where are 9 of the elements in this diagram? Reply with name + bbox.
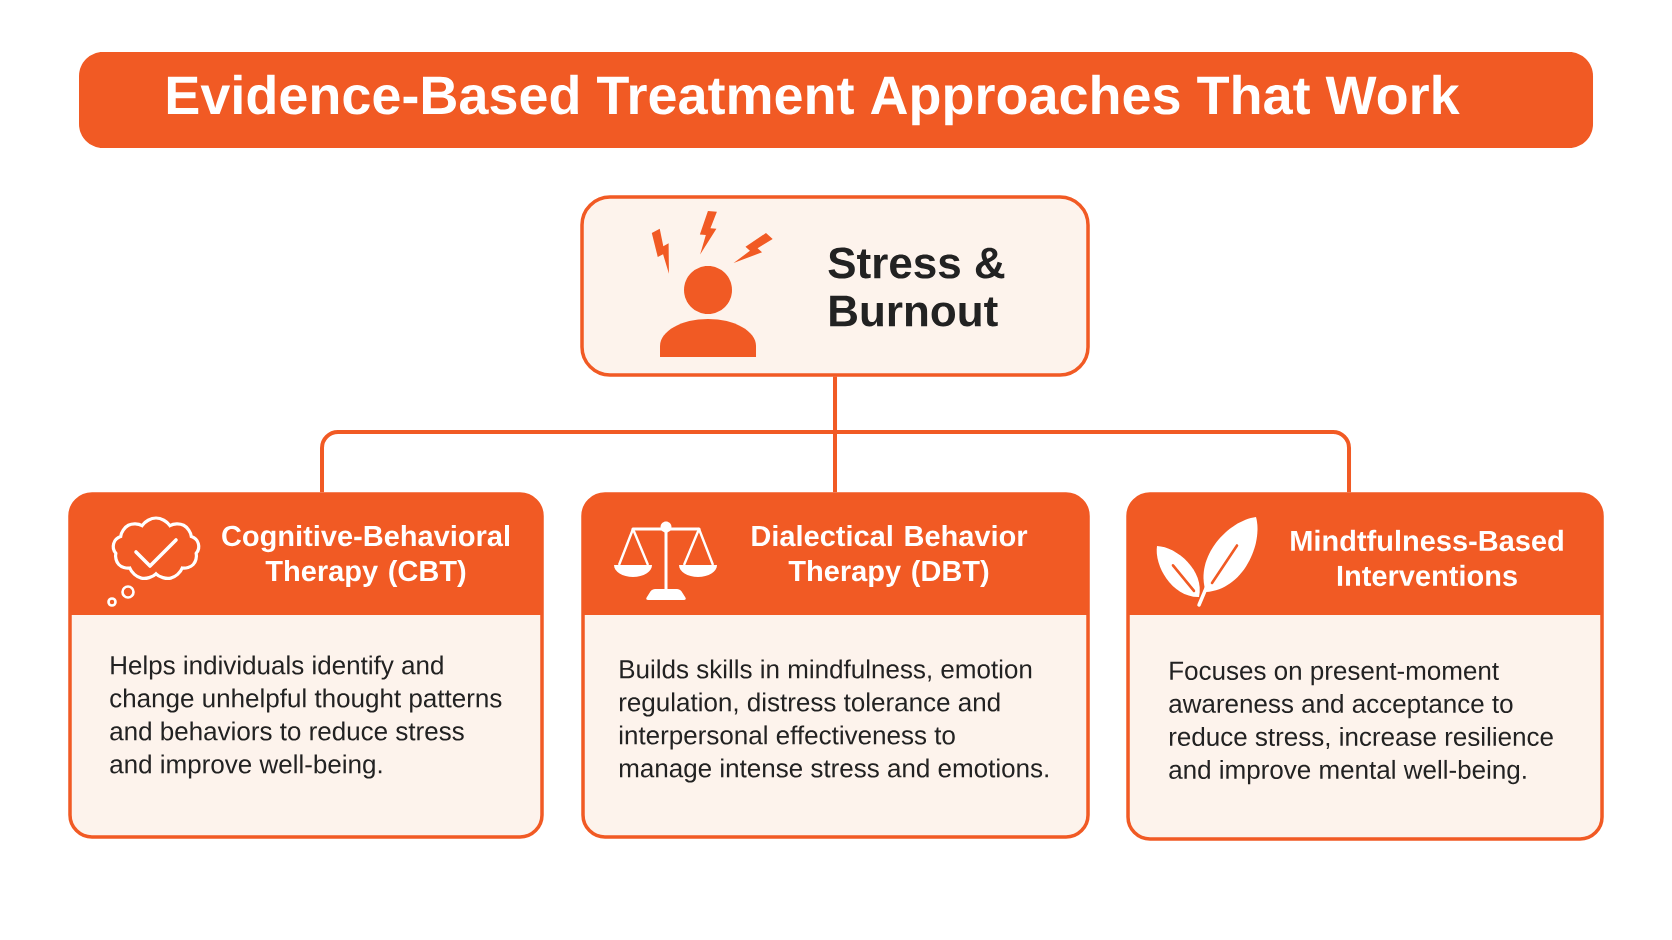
topic-box: Stress & Burnout (580, 195, 1090, 377)
title-banner: Evidence-Based Treatment Approaches That Work (79, 52, 1593, 148)
card-header: Dialectical Behavior Therapy (DBT) (583, 494, 1088, 615)
card-header: Mindtfulness-Based Interventions (1128, 494, 1602, 615)
connector-line (833, 376, 1351, 493)
card-description: Helps individuals identify and change unhelpful thought patterns and behaviors to reduce stress and improve well-being. (110, 655, 502, 779)
card-description: Focuses on present-moment awareness and acceptance to reduce stress, increase resilience and improve mental well-being. (1169, 661, 1553, 785)
card-header: Cognitive-Behavioral Therapy (CBT) (70, 494, 542, 615)
card-description: Builds skills in mindfulness, emotion regulation, distress tolerance and interpersonal effectiveness to manage intense stress and emotions. (619, 659, 1048, 783)
